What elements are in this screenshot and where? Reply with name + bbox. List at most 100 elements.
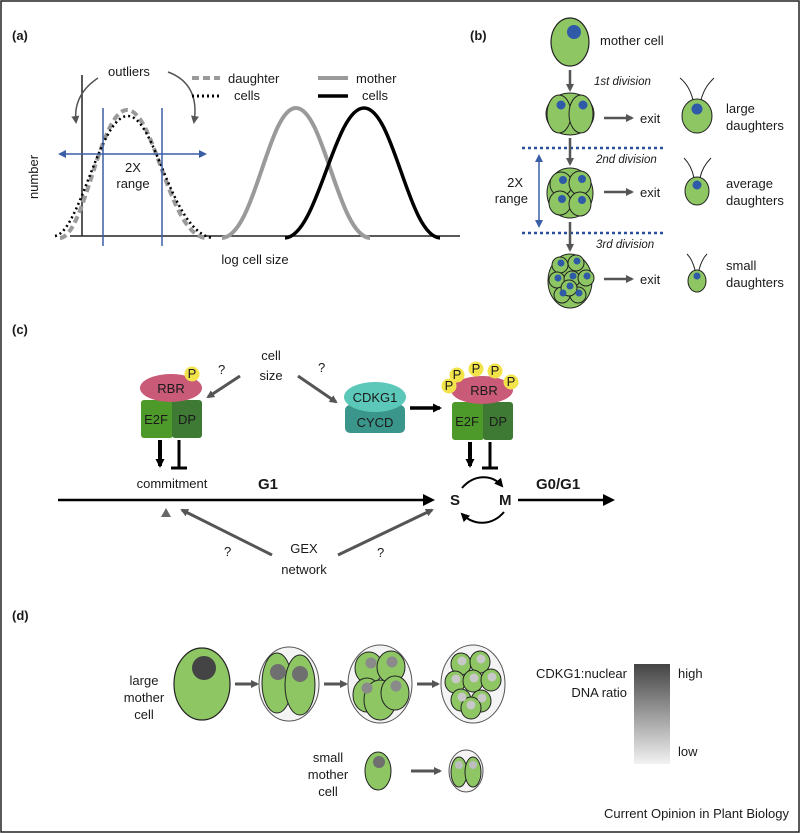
panel-a: (a) 2X range outliers daughter cells mot…: [12, 28, 460, 267]
gex-label-1: GEX: [290, 541, 318, 556]
phospho-label-right-3: P: [491, 363, 500, 378]
cycd-label: CYCD: [357, 415, 394, 430]
d-eight-cells: [440, 644, 506, 724]
panel-d: (d) large mother cell: [12, 608, 789, 821]
cellsize-to-rbr-arrow: [206, 374, 241, 399]
phospho-label-right-1: P: [453, 367, 462, 382]
rbr-complex-right: [441, 361, 519, 440]
daughter-curve-black: [54, 114, 213, 240]
large-mother-label-1: large: [130, 673, 159, 688]
outlier-arrow-right: [167, 71, 199, 124]
panel-c: (c) cell size ? ? RBR E2F DP P CDKG1 CYC…: [12, 322, 615, 577]
question-mark-4: ?: [377, 545, 384, 560]
question-mark-2: ?: [318, 360, 325, 375]
phospho-label-right-2: P: [472, 361, 481, 376]
phospho-label-right-5: P: [445, 378, 454, 393]
g1-label: G1: [258, 476, 278, 493]
panel-a-xlabel: log cell size: [221, 252, 288, 267]
daughter-curve-grey: [59, 107, 206, 240]
rbr-complex-left: [140, 366, 202, 438]
large-mother-cell: [173, 647, 231, 721]
large-mother-label-3: cell: [134, 707, 154, 722]
question-mark-1: ?: [218, 362, 225, 377]
eight-daughter-cells: [547, 253, 595, 309]
m-to-s-arrow: [460, 511, 505, 524]
average-daughter-cell: [683, 157, 712, 206]
ratio-label-1: CDKG1:nuclear: [536, 666, 628, 681]
large-mother-label-2: mother: [124, 690, 165, 705]
mother-cell: [550, 17, 590, 67]
panel-a-ylabel: number: [26, 154, 41, 199]
cell-size-label-1: cell: [261, 348, 281, 363]
div1-label: 1st division: [594, 76, 651, 88]
phospho-label-left: P: [188, 366, 197, 381]
small-mother-label-3: cell: [318, 784, 338, 799]
legend-mother-label-2: cells: [362, 88, 389, 103]
dp-label-left: DP: [178, 412, 196, 427]
panel-a-range-label-1: 2X: [125, 160, 141, 175]
panel-a-range-label-2: range: [116, 176, 149, 191]
small-daughters-label-2: daughters: [726, 275, 784, 290]
ratio-gradient-bar: [634, 664, 670, 764]
mother-curve-grey: [221, 105, 371, 240]
d-four-cells: [347, 644, 413, 724]
dp-label-right: DP: [489, 414, 507, 429]
cellsize-to-cdkg1-arrow: [297, 374, 338, 404]
cdkg1-cycd-complex: [344, 382, 406, 433]
large-daughters-label-1: large: [726, 101, 755, 116]
small-mother-label-1: small: [313, 750, 343, 765]
ratio-low-label: low: [678, 744, 698, 759]
small-daughter-cell: [686, 253, 708, 293]
ratio-label-2: DNA ratio: [571, 685, 627, 700]
cdkg1-label: CDKG1: [353, 390, 398, 405]
cell-size-label-2: size: [259, 368, 282, 383]
large-daughter-cell: [679, 77, 715, 134]
small-daughters-label-1: small: [726, 258, 756, 273]
rbr-label-right: RBR: [470, 383, 497, 398]
panel-d-label: (d): [12, 608, 29, 623]
s-to-m-arrow: [461, 476, 504, 489]
rbr-label-left: RBR: [157, 381, 184, 396]
gex-label-2: network: [281, 562, 327, 577]
b-range-label-1: 2X: [507, 175, 523, 190]
large-daughters-label-2: daughters: [726, 118, 784, 133]
e2f-label-left: E2F: [144, 412, 168, 427]
two-daughter-cells: [545, 92, 595, 136]
d-two-cells: [258, 646, 320, 722]
s-label: S: [450, 492, 460, 509]
m-label: M: [499, 492, 512, 509]
gex-to-s-arrow: [337, 508, 434, 557]
phospho-label-right-4: P: [507, 374, 516, 389]
question-mark-3: ?: [224, 544, 231, 559]
exit-label-3: exit: [640, 272, 661, 287]
average-daughters-label-1: average: [726, 176, 773, 191]
panel-a-label: (a): [12, 28, 28, 43]
small-two-cells: [448, 749, 484, 793]
legend-daughter-label-2: cells: [234, 88, 261, 103]
legend-daughter-label-1: daughter: [228, 71, 280, 86]
small-mother-label-2: mother: [308, 767, 349, 782]
gex-to-commitment-arrow: [180, 508, 273, 557]
commitment-label: commitment: [137, 476, 208, 491]
mother-cell-label: mother cell: [600, 33, 664, 48]
mother-curve-black: [284, 106, 441, 240]
legend-mother-label-1: mother: [356, 71, 397, 86]
average-daughters-label-2: daughters: [726, 193, 784, 208]
panel-b-label: (b): [470, 28, 487, 43]
panel-b: (b) mother cell 1st division exit large …: [470, 17, 784, 309]
exit-label-1: exit: [640, 111, 661, 126]
e2f-label-right: E2F: [455, 414, 479, 429]
panel-c-label: (c): [12, 322, 28, 337]
mother-cell-nucleus: [567, 25, 581, 39]
four-daughter-cells: [546, 167, 594, 219]
b-range-label-2: range: [495, 191, 528, 206]
outliers-label: outliers: [108, 64, 150, 79]
ratio-high-label: high: [678, 666, 703, 681]
small-mother-cell: [364, 751, 392, 791]
commitment-target-triangle: [161, 508, 171, 517]
outlier-arrow-left: [71, 77, 99, 124]
exit-label-2: exit: [640, 185, 661, 200]
div2-label: 2nd division: [595, 154, 657, 166]
